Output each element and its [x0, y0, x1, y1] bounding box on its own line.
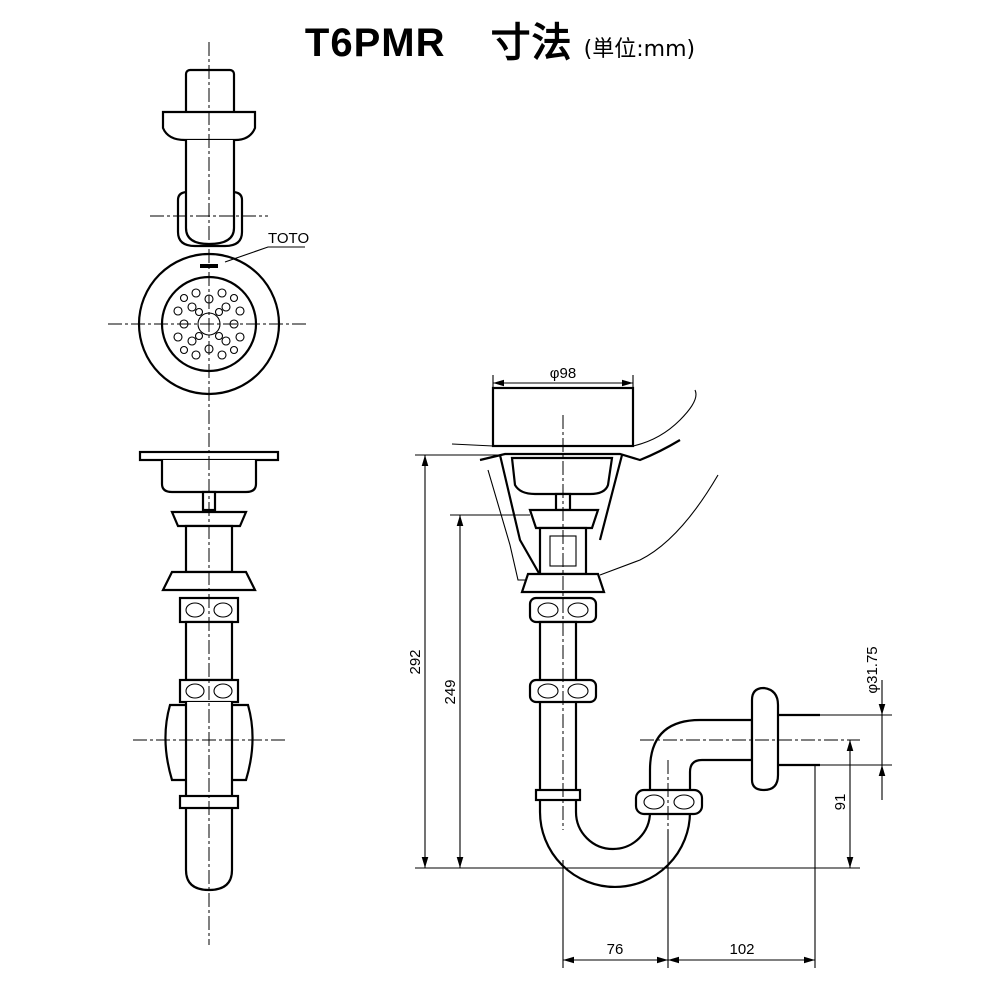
dim-outlet-length: 102	[729, 941, 754, 958]
unit-label: (単位:mm)	[583, 37, 696, 62]
dim-trap-height: 249	[442, 679, 459, 704]
title-label: 寸法	[490, 21, 573, 65]
model-name: T6PMR	[304, 21, 446, 65]
side-view	[451, 386, 860, 889]
dim-outlet-height: 91	[832, 794, 849, 811]
dim-trap-offset: 76	[607, 941, 624, 958]
dim-pipe-diameter: φ31.75	[864, 646, 881, 693]
drawing-title: T6PMR 寸法 (単位:mm)	[0, 10, 1000, 68]
front-view	[133, 450, 287, 892]
dim-sink-diameter: φ98	[550, 365, 576, 382]
dimensions: φ98 292 249 91 φ31.75 76 102	[407, 365, 892, 968]
brand-label: TOTO	[268, 230, 309, 247]
dim-total-height: 292	[407, 649, 424, 674]
